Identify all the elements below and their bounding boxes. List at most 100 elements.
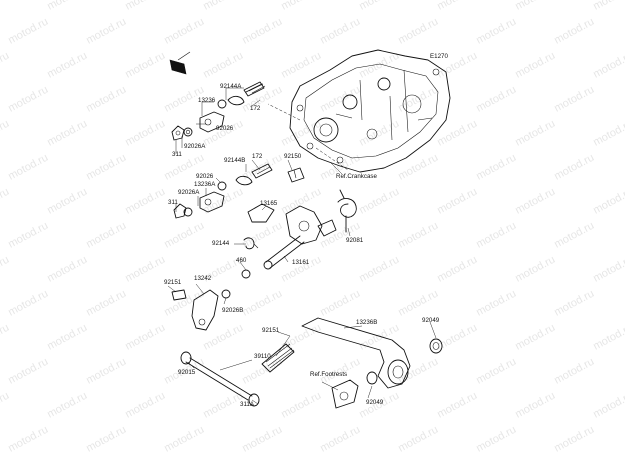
spring-92151 [261,343,295,373]
watermark-text: motod.ru [123,390,167,421]
watermark-text: motod.ru [0,254,11,285]
watermark-text: motod.ru [357,322,401,353]
label-39110: 39110 [254,353,271,360]
watermark-text: motod.ru [0,118,11,149]
watermark-text: motod.ru [318,16,362,47]
watermark-text: motod.ru [318,288,362,319]
watermark-text: motod.ru [435,118,479,149]
watermark-text: motod.ru [240,220,284,251]
watermark-text: motod.ru [357,118,401,149]
watermark-text: motod.ru [552,220,596,251]
watermark-text: motod.ru [279,50,323,81]
label-172-a: 172 [250,105,261,112]
watermark-text: motod.ru [6,220,50,251]
middle-stopper-group [173,163,273,219]
watermark-text: motod.ru [513,254,557,285]
tie-rod-39110 [180,351,260,407]
label-13165: 13165 [260,200,278,207]
watermark-text: motod.ru [396,220,440,251]
washer-92049-b [366,371,378,385]
watermark-text: motod.ru [474,84,518,115]
crankcase [267,49,451,173]
watermark-text: motod.ru [0,322,11,353]
watermark-text: motod.ru [240,16,284,47]
watermark-text: motod.ru [45,322,89,353]
watermark-text: motod.ru [84,16,128,47]
label-92026A-a: 92026A [184,143,206,150]
footrest-link [331,379,359,409]
watermark-text: motod.ru [396,16,440,47]
watermark-text: motod.ru [318,424,362,455]
watermark-text: motod.ru [435,390,479,421]
watermark-text: motod.ru [513,390,557,421]
watermark-text: motod.ru [279,0,323,13]
watermark-text: motod.ru [201,118,245,149]
label-460: 460 [236,257,247,264]
watermark-text: motod.ru [123,50,167,81]
label-92150: 92150 [284,153,302,160]
watermark-text: motod.ru [279,322,323,353]
watermark-text: motod.ru [45,186,89,217]
part-labels: 92144A 172 13236 92026 311 92026A 92144B… [164,83,440,408]
watermark-text: motod.ru [357,50,401,81]
watermark-text: motod.ru [240,356,284,387]
watermark-text: motod.ru [396,288,440,319]
leader-lines [167,87,437,405]
watermark-text: motod.ru [84,356,128,387]
watermark-text: motod.ru [279,390,323,421]
watermark-text: motod.ru [474,288,518,319]
watermark-text: motod.ru [552,356,596,387]
watermark-text: motod.ru [591,390,625,421]
label-13236: 13236 [198,97,216,104]
watermark-text: motod.ru [474,16,518,47]
label-311-a: 311 [172,151,182,158]
watermark-text: motod.ru [84,84,128,115]
watermark-text: motod.ru [513,322,557,353]
watermark-text: motod.ru [123,118,167,149]
watermark-text: motod.ru [513,186,557,217]
watermark-text: motod.ru [45,118,89,149]
spring-92144 [243,237,259,250]
watermark-text: motod.ru [552,16,596,47]
label-172-b: 172 [252,153,263,160]
watermark-text: motod.ru [552,288,596,319]
watermark-text: motod.ru [591,186,625,217]
watermark-text: motod.ru [591,50,625,81]
watermark-text: motod.ru [123,322,167,353]
label-92151-b: 92151 [262,327,280,334]
label-92026B: 92026B [222,307,243,314]
watermark-text: motod.ru [552,152,596,183]
watermark-text: motod.ru [591,322,625,353]
watermark-text: motod.ru [552,84,596,115]
watermark-text: motod.ru [513,50,557,81]
watermark-text: motod.ru [0,0,11,13]
watermark-text: motod.ru [84,424,128,455]
watermark-text: motod.ru [591,0,625,13]
watermark-text: motod.ru [6,84,50,115]
watermark-text: motod.ru [45,0,89,13]
watermark-text: motod.ru [357,254,401,285]
watermark-text: motod.ru [6,16,50,47]
watermark-text: motod.ru [396,84,440,115]
label-92144A: 92144A [220,83,242,90]
watermark-text: motod.ru [552,424,596,455]
watermark-text: motod.ru [45,390,89,421]
watermark-text: motod.ru [201,0,245,13]
watermark-text: motod.ru [435,0,479,13]
watermark-text: motod.ru [45,254,89,285]
watermark-text: motod.ru [513,118,557,149]
label-92151-a: 92151 [164,279,182,286]
watermark-text: motod.ru [240,288,284,319]
washer-92049-a [429,338,443,354]
watermark-text: motod.ru [357,186,401,217]
watermark-text: motod.ru [591,254,625,285]
watermark-text: motod.ru [84,288,128,319]
label-ref-crankcase: Ref.Crankcase [336,173,377,180]
upper-stopper-group [171,81,266,141]
watermark-text: motod.ru [45,50,89,81]
washer-460 [241,269,251,279]
watermark-text: motod.ru [162,220,206,251]
